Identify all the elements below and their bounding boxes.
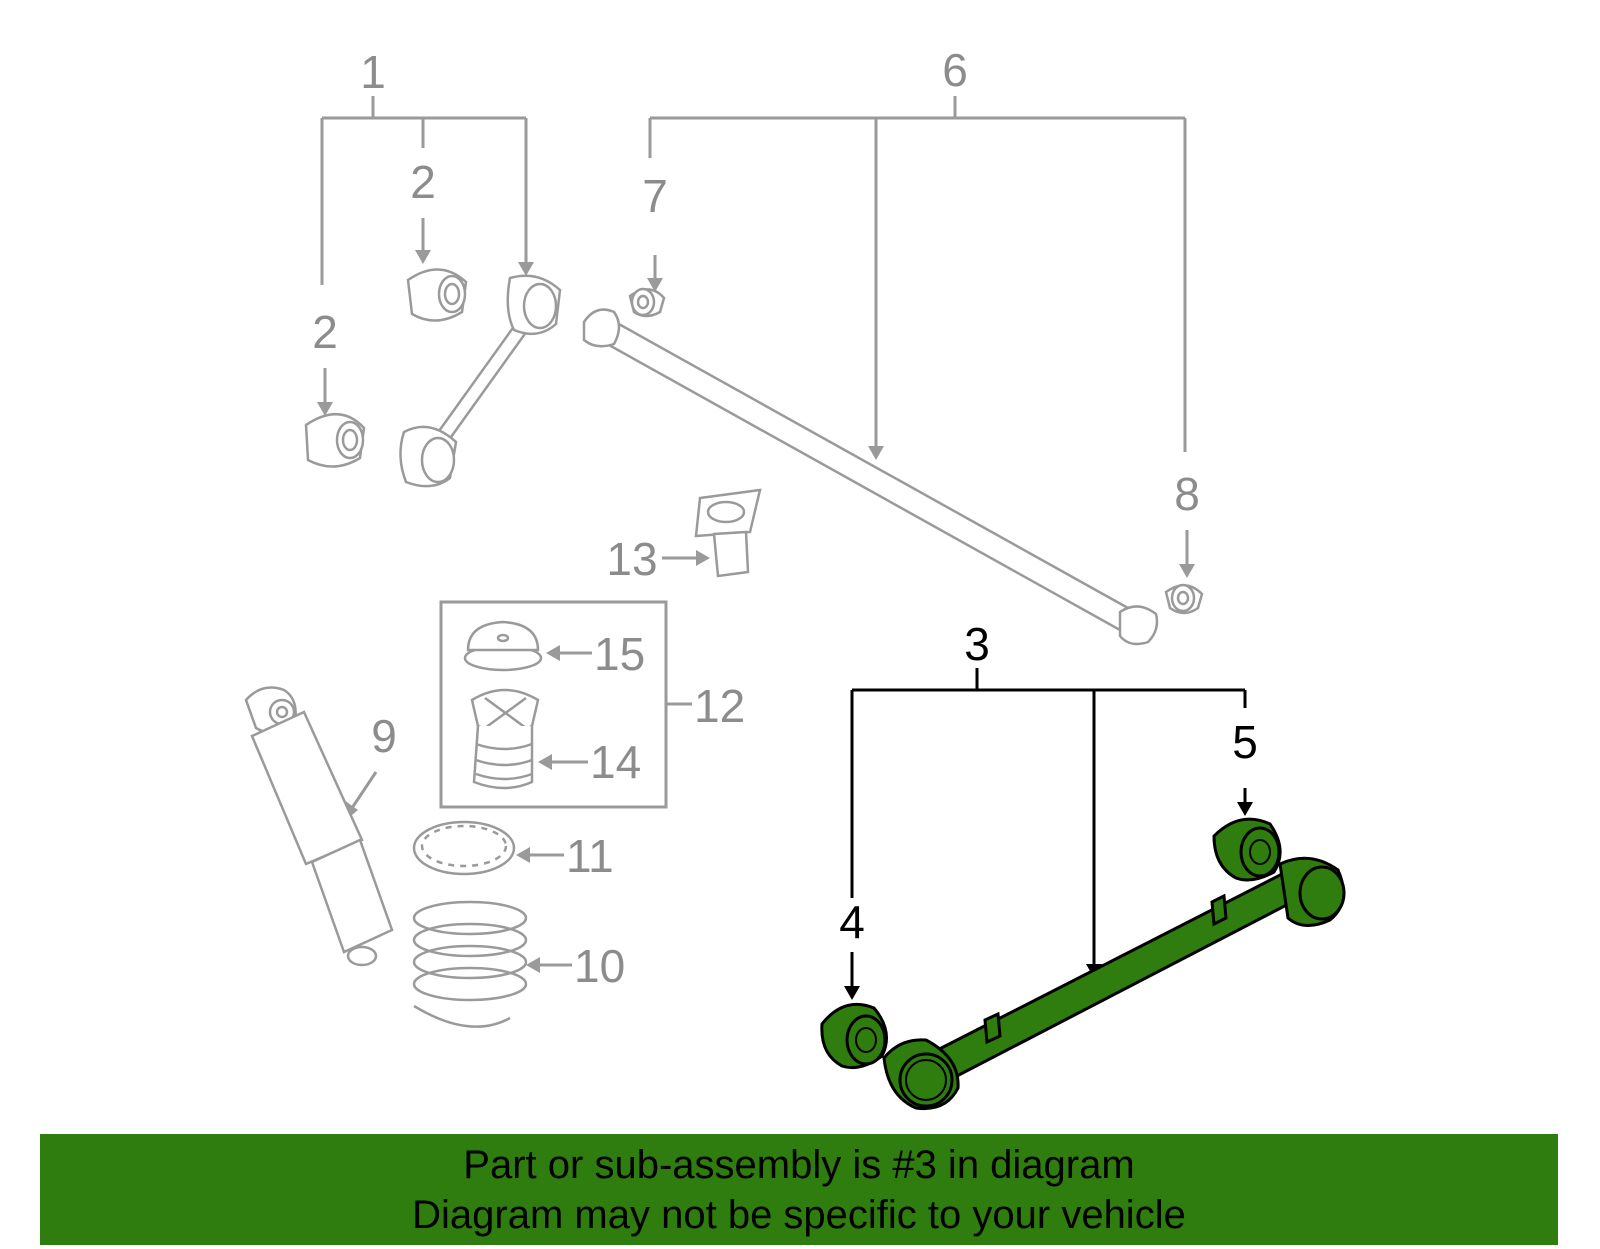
shock-9 — [244, 686, 394, 967]
rod-6 — [582, 308, 1159, 646]
leader-5 — [1237, 788, 1253, 816]
callout-5: 5 — [1232, 716, 1258, 768]
lateral-link-1 — [399, 274, 562, 488]
bushing-7 — [628, 287, 666, 318]
callout-7: 7 — [642, 170, 668, 222]
leader-4 — [844, 952, 860, 1000]
kit-box-12 — [439, 600, 668, 809]
leader-8 — [1179, 530, 1195, 578]
control-arm-3 — [882, 856, 1346, 1111]
leader-11 — [516, 847, 564, 863]
bracket-13 — [694, 488, 762, 578]
info-banner: Part or sub-assembly is #3 in diagram Di… — [40, 1134, 1558, 1245]
banner-line-1: Part or sub-assembly is #3 in diagram — [463, 1142, 1135, 1187]
callout-14: 14 — [590, 736, 641, 788]
callout-12: 12 — [694, 680, 745, 732]
bushing-5 — [1212, 817, 1282, 882]
callout-9: 9 — [371, 710, 397, 762]
callout-2b: 2 — [312, 306, 338, 358]
bracket-1 — [320, 96, 534, 285]
leader-10 — [526, 957, 572, 973]
callout-4: 4 — [839, 896, 865, 948]
cap-15 — [463, 620, 543, 672]
spring-10 — [412, 900, 528, 1028]
leader-2a — [415, 218, 431, 264]
callout-1: 1 — [360, 46, 386, 98]
bracket-6 — [648, 96, 1187, 460]
leader-13 — [662, 550, 710, 566]
leader-14 — [538, 754, 588, 770]
callout-10: 10 — [574, 940, 625, 992]
callout-8: 8 — [1174, 468, 1200, 520]
callout-2a: 2 — [410, 156, 436, 208]
callout-13: 13 — [606, 533, 657, 585]
leader-2b — [317, 368, 333, 416]
leader-7 — [647, 255, 663, 292]
callout-15: 15 — [594, 628, 645, 680]
bushing-2b — [304, 412, 366, 468]
callout-3: 3 — [964, 618, 990, 670]
bushing-2a — [406, 268, 468, 322]
leader-15 — [546, 645, 592, 661]
callout-6: 6 — [942, 44, 968, 96]
bushing-8 — [1164, 583, 1204, 615]
callout-11: 11 — [566, 830, 614, 882]
bumper-14 — [470, 688, 540, 790]
seat-11 — [412, 820, 516, 876]
banner-line-2: Diagram may not be specific to your vehi… — [412, 1192, 1186, 1237]
bushing-4 — [820, 1003, 888, 1070]
